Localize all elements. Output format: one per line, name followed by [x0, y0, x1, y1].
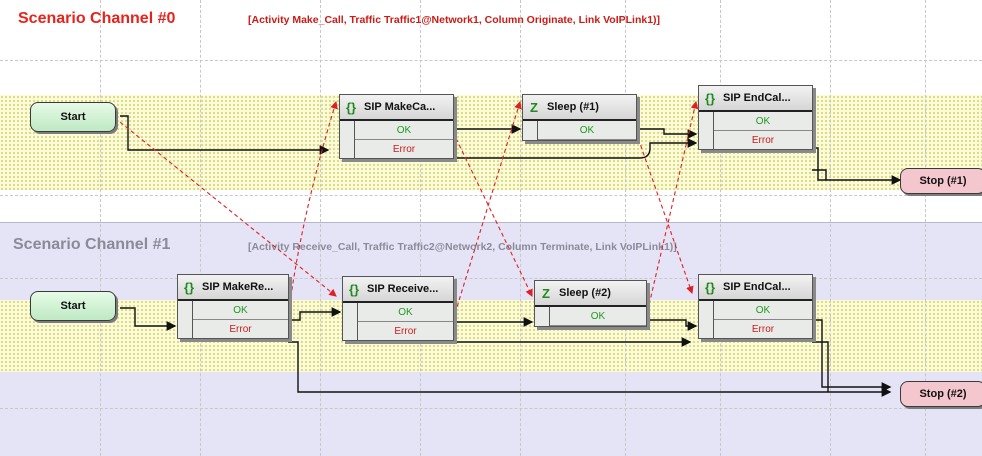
sip-end-call-node-0[interactable]: {} SIP EndCal... OK Error [698, 85, 813, 150]
grid-line [0, 408, 982, 409]
sip-end-call-node-1[interactable]: {} SIP EndCal... OK Error [698, 274, 813, 339]
grid-line [0, 278, 982, 279]
flow-link [812, 341, 829, 392]
grid-line [925, 0, 926, 456]
grid-line [200, 0, 201, 456]
node-ports: OK [549, 307, 646, 326]
error-port[interactable]: Error [392, 143, 416, 155]
grid-line [0, 60, 982, 61]
sleep-z-icon: Z [530, 99, 538, 115]
flow-link [120, 115, 330, 155]
channel-1-title: Scenario Channel #1 [13, 236, 171, 253]
channel-0-title: Scenario Channel #0 [18, 10, 176, 27]
node-header: {} SIP EndCal... [699, 275, 812, 301]
grid-line [100, 0, 101, 456]
node-label: SIP Receive... [367, 283, 439, 295]
error-port[interactable]: Error [751, 323, 775, 335]
sync-link [635, 131, 694, 295]
node-ports: OK Error [713, 301, 812, 338]
flow-link [646, 319, 698, 331]
node-header: {} SIP MakeRe... [178, 275, 288, 301]
sleep-node-2[interactable]: Z Sleep (#2) OK [534, 280, 647, 327]
node-label: Sleep (#1) [547, 101, 599, 113]
ok-port[interactable]: OK [714, 301, 812, 320]
flow-link [812, 147, 902, 185]
grid-line [420, 0, 421, 456]
node-ports: OK Error [354, 121, 453, 158]
ok-port[interactable]: OK [538, 121, 636, 140]
node-label: SIP EndCal... [723, 92, 791, 104]
node-header: {} SIP EndCal... [699, 86, 812, 112]
grid-line [830, 0, 831, 456]
error-port[interactable]: Error [394, 325, 417, 337]
stop-node-channel-1[interactable]: Stop (#2) [900, 381, 982, 407]
ok-port[interactable]: OK [193, 301, 288, 320]
node-ports: OK Error [357, 303, 453, 340]
sip-make-receive-node[interactable]: {} SIP MakeRe... OK Error [177, 274, 289, 339]
start-node-channel-1[interactable]: Start [30, 291, 116, 321]
sip-receive-node[interactable]: {} SIP Receive... OK Error [342, 276, 454, 341]
channel-1-lane [0, 300, 982, 372]
sync-link [452, 100, 522, 321]
braces-icon: {} [704, 90, 716, 106]
channel-0-info: [Activity Make_Call, Traffic Traffic1@Ne… [248, 14, 661, 26]
grid-line [520, 0, 521, 456]
grid-line [0, 195, 982, 196]
ok-port[interactable]: OK [358, 303, 453, 322]
flow-link [288, 341, 892, 397]
grid-line [720, 0, 721, 456]
node-header: {} SIP MakeCa... [340, 95, 453, 121]
sip-make-call-node[interactable]: {} SIP MakeCa... OK Error [339, 94, 454, 159]
ok-port[interactable]: OK [550, 307, 646, 326]
sync-link [119, 121, 337, 297]
ok-port[interactable]: OK [355, 121, 453, 140]
flow-link [812, 319, 892, 392]
node-label: SIP MakeRe... [202, 281, 274, 293]
flow-link [453, 138, 698, 159]
flow-link [288, 307, 342, 321]
node-label: Sleep (#2) [559, 287, 611, 299]
sync-link [287, 100, 338, 319]
braces-icon: {} [183, 279, 195, 295]
error-port[interactable]: Error [751, 134, 775, 146]
node-ports: OK [537, 121, 636, 140]
braces-icon: {} [704, 279, 716, 295]
error-port[interactable]: Error [229, 323, 252, 335]
grid-line [625, 0, 626, 456]
sync-link [645, 100, 699, 319]
node-ports: OK Error [192, 301, 288, 338]
channel-1-info: [Activity Receive_Call, Traffic Traffic2… [248, 241, 677, 253]
start-node-channel-0[interactable]: Start [30, 102, 116, 132]
node-label: SIP EndCal... [723, 281, 791, 293]
sleep-node-1[interactable]: Z Sleep (#1) OK [522, 94, 637, 141]
grid-line [320, 0, 321, 456]
braces-icon: {} [345, 99, 357, 115]
node-ports: OK Error [713, 112, 812, 149]
flow-link [812, 169, 827, 180]
sync-link [452, 131, 533, 297]
flow-link [120, 307, 177, 331]
ok-port[interactable]: OK [714, 112, 812, 131]
sleep-z-icon: Z [542, 285, 550, 301]
node-header: {} SIP Receive... [343, 277, 453, 303]
node-label: SIP MakeCa... [364, 101, 436, 113]
flow-link [636, 128, 698, 139]
node-header: Z Sleep (#1) [523, 95, 636, 121]
braces-icon: {} [348, 281, 360, 297]
stop-node-channel-0[interactable]: Stop (#1) [900, 168, 982, 194]
node-header: Z Sleep (#2) [535, 281, 646, 307]
